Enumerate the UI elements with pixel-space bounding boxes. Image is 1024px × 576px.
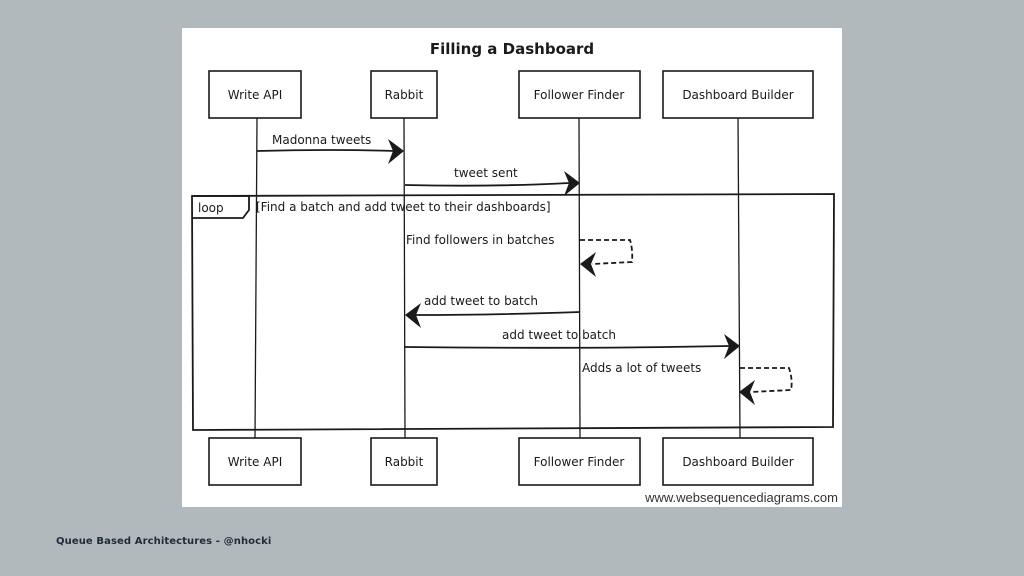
loop-tag-box [192, 195, 250, 219]
participant-label-dashboard-builder-top: Dashboard Builder [682, 88, 793, 102]
participant-label-dashboard-builder-bottom: Dashboard Builder [682, 455, 793, 469]
message-label-tweet-sent: tweet sent [454, 166, 518, 180]
message-label-add-tweet-to-batch-1: add tweet to batch [424, 294, 538, 308]
loop-tag: loop [198, 201, 224, 215]
message-arrow-tweet-sent [404, 182, 570, 187]
participant-box-rabbit-top [370, 70, 438, 119]
loop-frame [191, 193, 835, 431]
message-arrow-add-tweet-to-batch-1 [415, 311, 581, 316]
arrowhead-tweet-sent [564, 171, 580, 196]
slide-footer: Queue Based Architectures - @nhocki [56, 536, 272, 547]
lifeline-rabbit [403, 117, 406, 439]
message-label-add-tweet-to-batch-2: add tweet to batch [502, 328, 616, 342]
lifeline-write-api [254, 117, 258, 439]
lifeline-dashboard-builder [737, 117, 741, 439]
diagram-title: Filling a Dashboard [430, 40, 594, 58]
participant-box-follower-finder-top [518, 70, 641, 119]
message-arrow-find-followers [580, 239, 634, 265]
participant-label-write-api-top: Write API [228, 88, 282, 102]
participant-label-rabbit-bottom: Rabbit [385, 455, 424, 469]
credit-link[interactable]: www.websequencediagrams.com [645, 490, 838, 505]
participant-label-rabbit-top: Rabbit [385, 88, 424, 102]
participant-box-dashboard-builder-top [662, 70, 814, 119]
participant-box-write-api-top [208, 70, 302, 119]
message-arrow-adds-a-lot-of-tweets [740, 367, 793, 393]
message-arrow-add-tweet-to-batch-2 [404, 345, 730, 349]
message-label-madonna-tweets: Madonna tweets [272, 133, 371, 147]
arrowhead-adds-a-lot-of-tweets [739, 380, 755, 405]
participant-box-write-api-bottom [208, 437, 302, 486]
loop-condition: [Find a batch and add tweet to their das… [256, 200, 551, 214]
arrowhead-add-tweet-to-batch-1 [405, 303, 421, 328]
arrowhead-add-tweet-to-batch-2 [724, 334, 740, 359]
participant-box-follower-finder-bottom [518, 437, 641, 486]
sequence-diagram: Filling a Dashboard loop [Find a batch a… [182, 28, 842, 507]
lifeline-follower-finder [578, 117, 581, 439]
arrowhead-madonna-tweets [388, 139, 404, 164]
participant-label-follower-finder-top: Follower Finder [534, 88, 625, 102]
message-label-find-followers: Find followers in batches [406, 233, 554, 247]
arrowhead-find-followers [580, 252, 596, 277]
message-label-adds-a-lot-of-tweets: Adds a lot of tweets [582, 361, 701, 375]
participant-box-rabbit-bottom [370, 437, 438, 486]
participant-label-follower-finder-bottom: Follower Finder [534, 455, 625, 469]
participant-label-write-api-bottom: Write API [228, 455, 282, 469]
message-arrow-madonna-tweets [256, 149, 395, 152]
participant-box-dashboard-builder-bottom [662, 437, 814, 486]
